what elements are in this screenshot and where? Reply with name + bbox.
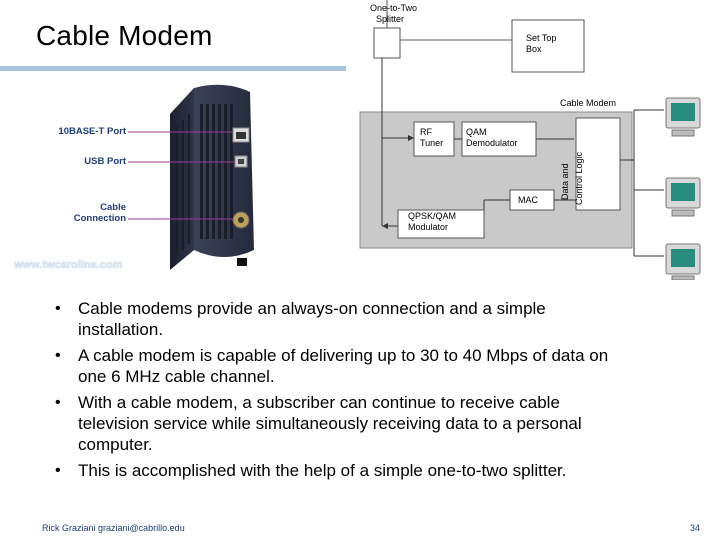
mac-label: MAC bbox=[518, 195, 538, 205]
computer-icon bbox=[665, 97, 701, 137]
slide-title: Cable Modem bbox=[36, 20, 213, 51]
watermark-url: www.twcarolina.com bbox=[14, 259, 123, 271]
computer-icon bbox=[665, 177, 701, 217]
cable-modem-label: Cable Modem bbox=[560, 98, 617, 108]
bullet-line: computer. bbox=[78, 435, 153, 454]
set-top-box-line2: Box bbox=[526, 44, 542, 54]
splitter-label-line2: Splitter bbox=[376, 14, 405, 24]
label-connection: Connection bbox=[73, 213, 126, 224]
qam-line1: QAM bbox=[466, 127, 487, 137]
data-logic-line2: Control Logic bbox=[574, 151, 584, 205]
bullet-line: With a cable modem, a subscriber can con… bbox=[78, 393, 560, 412]
label-usb-port: USB Port bbox=[84, 156, 126, 167]
bullet-line: television service while simultaneously … bbox=[78, 414, 582, 433]
bullet-line: Cable modems provide an always-on connec… bbox=[78, 299, 546, 318]
page-number: 34 bbox=[690, 523, 701, 533]
modem-device-icon bbox=[128, 84, 254, 270]
data-logic-line1: Data and bbox=[560, 163, 570, 200]
set-top-box-line1: Set Top bbox=[526, 33, 557, 43]
bullet-list: • Cable modems provide an always-on conn… bbox=[55, 298, 706, 486]
bullet-item: • A cable modem is capable of delivering… bbox=[55, 345, 706, 387]
splitter-label-line1: One-to-Two bbox=[370, 3, 418, 13]
bullet-item: • With a cable modem, a subscriber can c… bbox=[55, 392, 706, 455]
bullet-item: • This is accomplished with the help of … bbox=[55, 460, 706, 481]
bullet-line: This is accomplished with the help of a … bbox=[78, 461, 567, 480]
bullet-line: A cable modem is capable of delivering u… bbox=[78, 346, 609, 365]
bullet-item: • Cable modems provide an always-on conn… bbox=[55, 298, 706, 340]
computer-icon bbox=[665, 243, 701, 280]
footer-author: Rick Graziani graziani@cabrillo.edu bbox=[42, 523, 185, 533]
label-cable: Cable bbox=[100, 202, 126, 213]
rf-tuner-line1: RF bbox=[420, 127, 432, 137]
bullet-line: one 6 MHz cable channel. bbox=[78, 367, 275, 386]
bullet-line: installation. bbox=[78, 320, 164, 339]
label-10base-t-port: 10BASE-T Port bbox=[58, 126, 126, 137]
title-underline-bar bbox=[0, 66, 346, 71]
cable-modem-block-diagram bbox=[359, 0, 701, 280]
qpsk-line2: Modulator bbox=[408, 222, 449, 232]
qam-line2: Demodulator bbox=[466, 138, 518, 148]
rf-tuner-line2: Tuner bbox=[420, 138, 444, 148]
qpsk-line1: QPSK/QAM bbox=[408, 211, 457, 221]
